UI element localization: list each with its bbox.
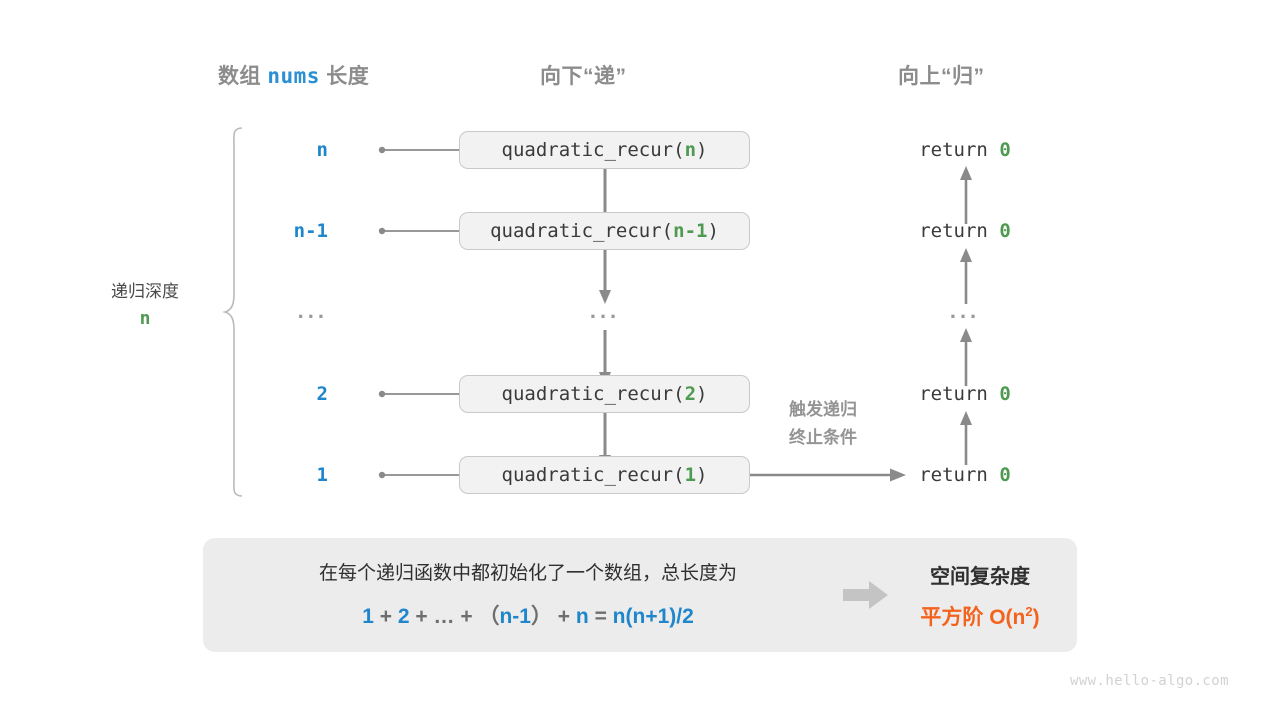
formula-result: n(n+1)/2 bbox=[612, 604, 694, 628]
summary-formula: 1 + 2 + … + （n-1） + n = n(n+1)/2 bbox=[233, 600, 823, 630]
call-box-row-1-prefix: quadratic_recur( bbox=[501, 139, 685, 161]
call-box-row-2[interactable]: quadratic_recur(n-1) bbox=[459, 212, 750, 250]
connector-row-1 bbox=[378, 146, 466, 154]
return-arrow-2-to-1 bbox=[960, 166, 972, 224]
connector-row-2 bbox=[378, 227, 466, 235]
return-arrow-dots-to-2 bbox=[960, 248, 972, 304]
formula-paren-close: ） bbox=[530, 604, 552, 628]
call-box-row-3-ellipsis: ... bbox=[589, 298, 621, 323]
formula-equals: = bbox=[594, 604, 607, 628]
return-row-5-value: 0 bbox=[999, 464, 1011, 486]
return-row-2: return 0 bbox=[885, 220, 1045, 242]
return-row-2-prefix: return bbox=[919, 220, 1000, 242]
call-box-row-4-prefix: quadratic_recur( bbox=[501, 383, 685, 405]
formula-paren-open: （ bbox=[478, 604, 500, 628]
recursion-depth-value: n bbox=[139, 308, 151, 330]
return-row-4-value: 0 bbox=[999, 383, 1011, 405]
header-left-suffix: 长度 bbox=[326, 65, 370, 88]
depth-label-row-1: n bbox=[316, 139, 328, 161]
header-left-column: 数组 nums 长度 bbox=[218, 60, 369, 90]
call-box-row-1-suffix: ) bbox=[696, 139, 708, 161]
depth-label-row-3-ellipsis: ... bbox=[297, 298, 328, 323]
return-row-1: return 0 bbox=[885, 139, 1045, 161]
depth-label-row-4: 2 bbox=[316, 383, 328, 405]
base-case-arrow bbox=[750, 468, 906, 482]
call-box-row-2-suffix: ) bbox=[707, 220, 719, 242]
summary-left: 在每个递归函数中都初始化了一个数组，总长度为 1 + 2 + … + （n-1）… bbox=[203, 560, 823, 630]
formula-term-5: n bbox=[575, 604, 589, 628]
call-box-row-4-suffix: ) bbox=[696, 383, 708, 405]
connector-row-4 bbox=[378, 390, 466, 398]
formula-term-1: 1 bbox=[362, 604, 374, 628]
depth-label-row-2: n-1 bbox=[293, 220, 328, 242]
recurse-arrow-2-to-dots bbox=[599, 250, 611, 304]
recursion-depth-brace bbox=[222, 127, 243, 497]
formula-term-4: n-1 bbox=[499, 604, 531, 628]
return-arrow-row4-to-dots bbox=[960, 328, 972, 386]
base-case-note-line2: 终止条件 bbox=[789, 428, 857, 448]
call-box-row-5-prefix: quadratic_recur( bbox=[501, 464, 685, 486]
call-box-row-5-suffix: ) bbox=[696, 464, 708, 486]
header-left-prefix: 数组 bbox=[218, 65, 261, 88]
return-row-3-ellipsis: ... bbox=[949, 298, 981, 323]
connector-row-5 bbox=[378, 471, 466, 479]
return-row-4: return 0 bbox=[885, 383, 1045, 405]
return-arrow-5-to-4 bbox=[960, 411, 972, 465]
return-row-1-prefix: return bbox=[919, 139, 1000, 161]
call-box-row-2-prefix: quadratic_recur( bbox=[490, 220, 674, 242]
complexity-value-suffix: ) bbox=[1032, 605, 1040, 629]
complexity-value-exponent: 2 bbox=[1025, 603, 1033, 619]
call-box-row-5[interactable]: quadratic_recur(1) bbox=[459, 456, 750, 494]
complexity-value-prefix: 平方阶 O(n bbox=[920, 605, 1026, 629]
formula-ellipsis: … bbox=[433, 604, 455, 628]
call-box-row-1[interactable]: quadratic_recur(n) bbox=[459, 131, 750, 169]
header-middle-column: 向下“递” bbox=[540, 65, 627, 88]
summary-panel: 在每个递归函数中都初始化了一个数组，总长度为 1 + 2 + … + （n-1）… bbox=[203, 538, 1077, 652]
base-case-note: 触发递归 终止条件 bbox=[748, 396, 898, 452]
base-case-note-line1: 触发递归 bbox=[789, 400, 857, 419]
watermark: www.hello-algo.com bbox=[1070, 673, 1229, 689]
formula-op-4: + bbox=[557, 604, 571, 628]
call-box-row-4-arg: 2 bbox=[684, 383, 697, 405]
formula-op-3: + bbox=[460, 604, 473, 628]
call-box-row-2-arg: n-1 bbox=[673, 220, 708, 242]
formula-op-2: + bbox=[415, 604, 428, 628]
header-left-code: nums bbox=[267, 64, 320, 88]
summary-description: 在每个递归函数中都初始化了一个数组，总长度为 bbox=[318, 563, 737, 585]
recursion-depth-caption: 递归深度 n bbox=[55, 278, 235, 334]
return-row-5-prefix: return bbox=[919, 464, 1000, 486]
depth-label-row-5: 1 bbox=[316, 464, 328, 486]
header-right-column: 向上“归” bbox=[898, 65, 985, 88]
summary-complexity-value: 平方阶 O(n2) bbox=[909, 601, 1051, 631]
formula-op-1: + bbox=[379, 604, 392, 628]
call-box-row-4[interactable]: quadratic_recur(2) bbox=[459, 375, 750, 413]
call-box-row-5-arg: 1 bbox=[684, 464, 697, 486]
return-row-4-prefix: return bbox=[919, 383, 1000, 405]
summary-arrow-wrap bbox=[823, 580, 909, 610]
summary-right: 空间复杂度 平方阶 O(n2) bbox=[909, 560, 1077, 631]
return-row-5: return 0 bbox=[885, 464, 1045, 486]
summary-complexity-title: 空间复杂度 bbox=[930, 565, 1030, 588]
right-arrow-icon bbox=[843, 581, 888, 609]
return-row-2-value: 0 bbox=[999, 220, 1011, 242]
call-box-row-1-arg: n bbox=[684, 139, 697, 161]
return-row-1-value: 0 bbox=[999, 139, 1011, 161]
formula-term-2: 2 bbox=[397, 604, 410, 628]
recursion-depth-label: 递归深度 bbox=[111, 282, 179, 301]
